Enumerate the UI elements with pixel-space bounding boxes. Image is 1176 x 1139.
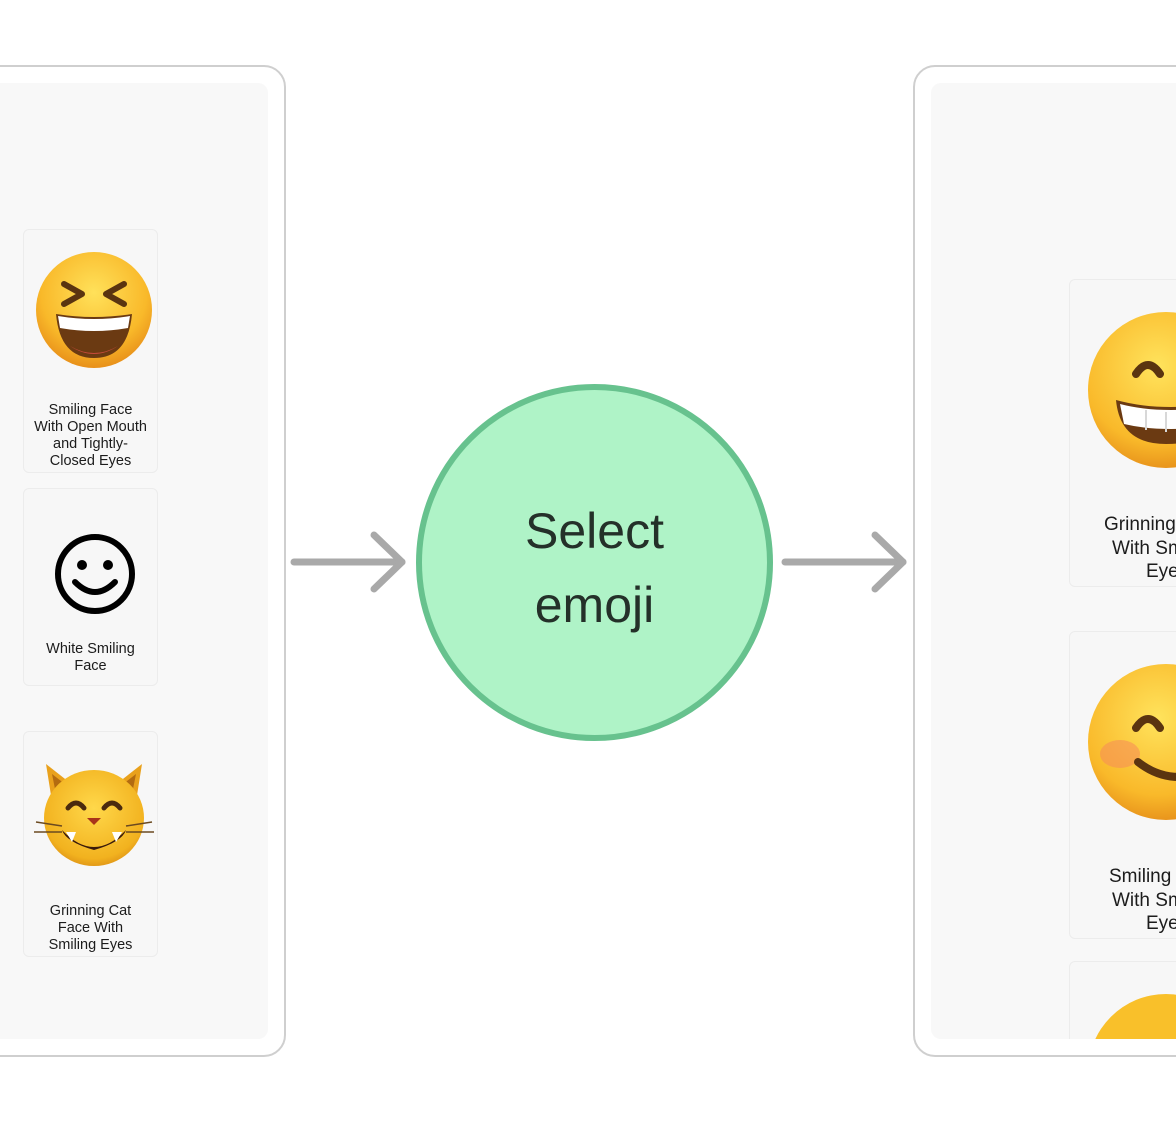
- card-label-line: With Sm: [1112, 537, 1176, 559]
- card-label: Smiling With Sm Eye: [1092, 865, 1176, 936]
- select-emoji-node: Select emoji: [416, 384, 773, 741]
- card-label-line: With Open Mouth: [34, 419, 147, 435]
- emoji-card-grinning-squinting[interactable]: Smiling Face With Open Mouth and Tightly…: [23, 229, 158, 473]
- card-label: White Smiling Face: [24, 641, 157, 675]
- white-smiling-face-emoji-icon: [55, 534, 135, 614]
- arrow-into-node: [290, 531, 406, 593]
- card-label-line: and Tightly-: [53, 436, 128, 452]
- card-label-line: Face: [74, 658, 107, 674]
- left-emoji-grid: th at ce th: [0, 83, 268, 1039]
- emoji-card-white-smiling[interactable]: White Smiling Face: [23, 488, 158, 686]
- smiling-face-with-smiling-eyes-emoji-icon: [1088, 664, 1176, 820]
- card-label-line: Closed Eyes: [49, 453, 132, 469]
- card-label-line: Grinning Cat: [49, 903, 132, 919]
- right-emoji-list: Grinning With Sm Eye: [931, 83, 1176, 1039]
- card-label-line: Eye: [1146, 913, 1176, 934]
- emoji-card-partial[interactable]: [1069, 961, 1176, 1039]
- emoji-card-smiling-smiling-eyes[interactable]: Smiling With Sm Eye: [1069, 631, 1176, 939]
- node-label-line-2: emoji: [534, 577, 655, 633]
- card-label-line: With Sm: [1112, 889, 1176, 911]
- card-label-line: White Smiling: [46, 641, 135, 657]
- node-label-line-1: Select: [525, 503, 664, 559]
- card-label-line: Eye: [1146, 561, 1176, 582]
- card-label: Smiling Face With Open Mouth and Tightly…: [24, 402, 157, 470]
- card-label-line: Face With: [57, 920, 124, 936]
- card-label-line: Smiling: [1109, 866, 1172, 887]
- smiling-face-emoji-partial-icon: [1095, 994, 1176, 1039]
- card-label: Grinning With Sm Eye: [1092, 513, 1176, 584]
- grinning-face-with-smiling-eyes-emoji-icon: [1088, 312, 1176, 468]
- emoji-card-grinning-cat[interactable]: Grinning Cat Face With Smiling Eyes: [23, 731, 158, 957]
- card-label-line: Smiling Face: [48, 402, 133, 418]
- card-label-line: Grinning: [1104, 514, 1176, 535]
- card-label-line: Smiling Eyes: [48, 937, 133, 953]
- grinning-cat-face-emoji-icon: [34, 764, 154, 866]
- arrow-out-of-node: [781, 531, 907, 593]
- card-label: Grinning Cat Face With Smiling Eyes: [24, 903, 157, 954]
- emoji-card-grinning-smiling-eyes[interactable]: Grinning With Sm Eye: [1069, 279, 1176, 587]
- left-panel: th at ce th: [0, 65, 286, 1057]
- right-panel: Grinning With Sm Eye: [913, 65, 1176, 1057]
- grinning-squinting-face-emoji-icon: [36, 252, 152, 368]
